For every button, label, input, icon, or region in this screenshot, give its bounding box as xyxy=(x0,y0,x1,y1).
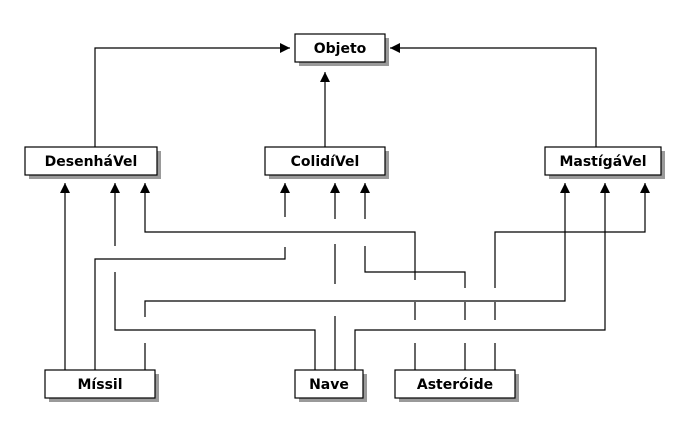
node-mastigavel-label: MastígáVel xyxy=(559,154,646,170)
edge-asteroide-mastigavel xyxy=(494,183,645,370)
node-desenhavel-label: DesenháVel xyxy=(45,154,138,170)
node-missil: Míssil xyxy=(44,369,159,402)
edge-mastigavel-objeto xyxy=(390,43,597,147)
edges-from-asteroide xyxy=(145,183,645,370)
node-colidivel-label: ColidíVel xyxy=(291,154,360,170)
node-objeto-label: Objeto xyxy=(314,41,367,57)
edge-asteroide-desenhavel xyxy=(145,183,416,370)
edges-to-objeto xyxy=(94,43,597,147)
edges-from-nave xyxy=(115,183,610,370)
edge-asteroide-colidivel xyxy=(365,183,466,370)
node-desenhavel: DesenháVel xyxy=(24,146,161,179)
node-mastigavel: MastígáVel xyxy=(544,146,665,179)
edge-missil-mastigavel xyxy=(144,183,565,370)
edge-nave-mastigavel xyxy=(354,183,610,370)
edge-missil-colidivel xyxy=(94,183,285,370)
edge-nave-desenhavel xyxy=(115,183,316,370)
node-nave-label: Nave xyxy=(309,377,349,393)
node-colidivel: ColidíVel xyxy=(264,146,389,179)
edges-from-missil xyxy=(60,183,565,370)
node-asteroide-label: Asteróide xyxy=(417,377,493,393)
node-missil-label: Míssil xyxy=(78,377,123,393)
node-asteroide: Asteróide xyxy=(394,369,519,402)
edge-desenhavel-objeto xyxy=(94,43,290,147)
node-objeto: Objeto xyxy=(294,33,389,66)
node-nave: Nave xyxy=(294,369,367,402)
